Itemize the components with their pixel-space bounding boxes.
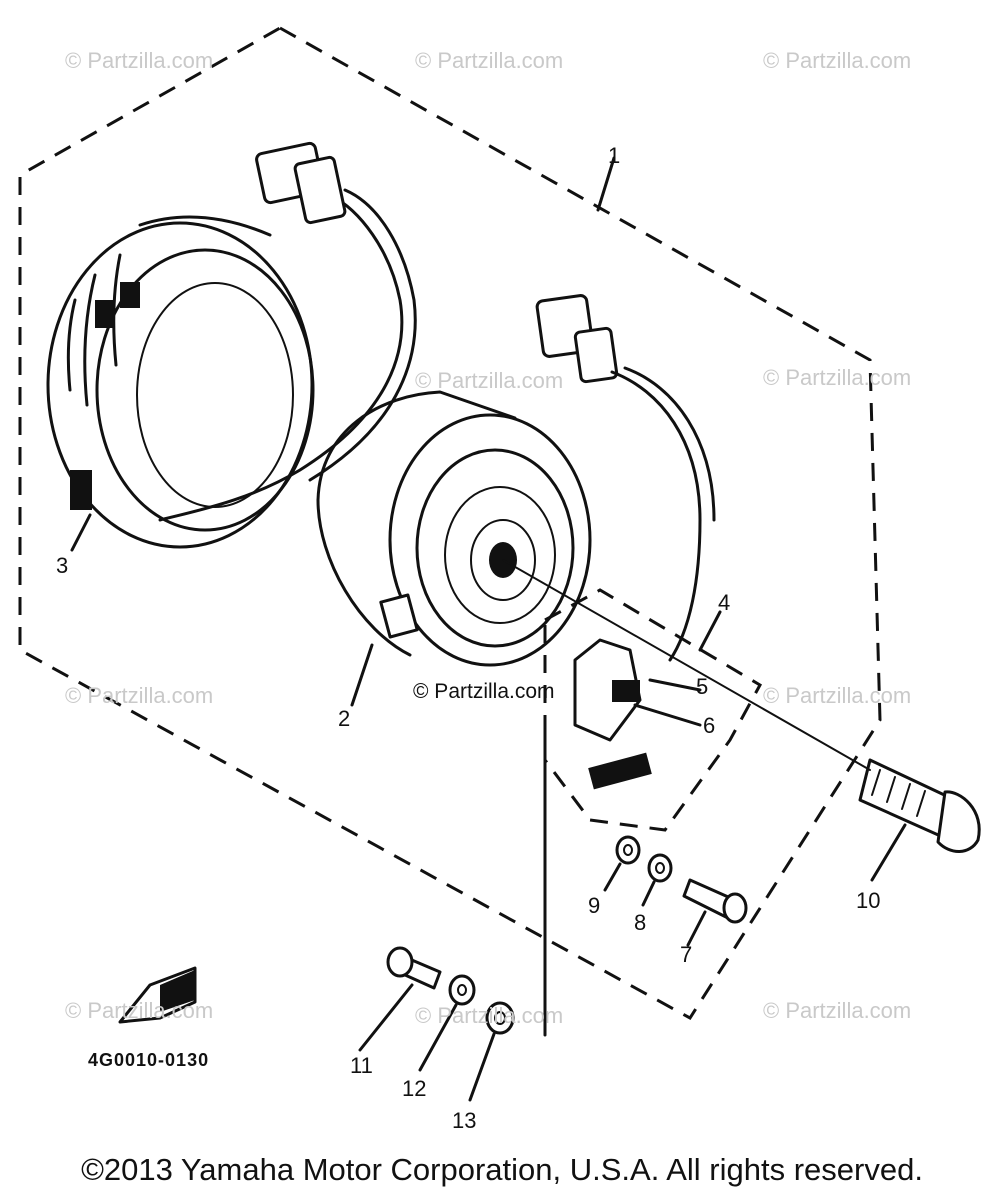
callout-12: 12 bbox=[402, 1076, 427, 1101]
watermark: © Partzilla.com bbox=[415, 48, 564, 73]
callout-9: 9 bbox=[588, 893, 601, 918]
callout-6: 6 bbox=[703, 713, 716, 738]
part-8-washer bbox=[641, 853, 673, 907]
watermark: © Partzilla.com bbox=[763, 48, 912, 73]
front-arrow-icon bbox=[118, 966, 197, 1024]
leader-5 bbox=[648, 678, 702, 692]
part-9-nut bbox=[603, 835, 641, 892]
leader-6 bbox=[633, 703, 702, 727]
watermark: © Partzilla.com bbox=[415, 1003, 564, 1028]
part-2-rotor bbox=[316, 390, 592, 667]
part-7-screw bbox=[682, 878, 748, 947]
watermark: © Partzilla.com bbox=[763, 998, 912, 1023]
watermark: © Partzilla.com bbox=[415, 368, 564, 393]
callout-3: 3 bbox=[56, 553, 69, 578]
watermark: © Partzilla.com bbox=[65, 998, 214, 1023]
callout-7: 7 bbox=[680, 942, 693, 967]
part-11-screw bbox=[358, 946, 442, 1052]
leader-4 bbox=[698, 610, 722, 652]
callout-10: 10 bbox=[856, 888, 881, 913]
part-13-washer bbox=[468, 1001, 515, 1102]
callout-2: 2 bbox=[338, 706, 351, 731]
assembly-boundary bbox=[18, 26, 882, 1020]
watermark: © Partzilla.com bbox=[763, 683, 912, 708]
part-12-washer bbox=[418, 974, 476, 1072]
leader-2 bbox=[350, 643, 374, 707]
axis-line bbox=[502, 559, 871, 771]
watermark-center: © Partzilla.com bbox=[413, 680, 555, 703]
watermark: © Partzilla.com bbox=[763, 365, 912, 390]
callout-4: 4 bbox=[718, 590, 731, 615]
part-4-pickup-coil bbox=[535, 294, 763, 832]
diagram-code: 4G0010-0130 bbox=[88, 1050, 210, 1070]
callout-8: 8 bbox=[634, 910, 647, 935]
leader-3 bbox=[70, 513, 92, 552]
copyright-notice: ©2013 Yamaha Motor Corporation, U.S.A. A… bbox=[81, 1152, 923, 1187]
callout-1: 1 bbox=[608, 143, 621, 168]
callout-13: 13 bbox=[452, 1108, 477, 1133]
watermark: © Partzilla.com bbox=[65, 48, 214, 73]
callout-5: 5 bbox=[696, 674, 709, 699]
callout-11: 11 bbox=[350, 1053, 373, 1078]
leader-1 bbox=[596, 156, 616, 212]
part-10-bolt bbox=[858, 758, 981, 882]
part-3-stator-coil bbox=[46, 141, 417, 549]
watermark: © Partzilla.com bbox=[65, 683, 214, 708]
